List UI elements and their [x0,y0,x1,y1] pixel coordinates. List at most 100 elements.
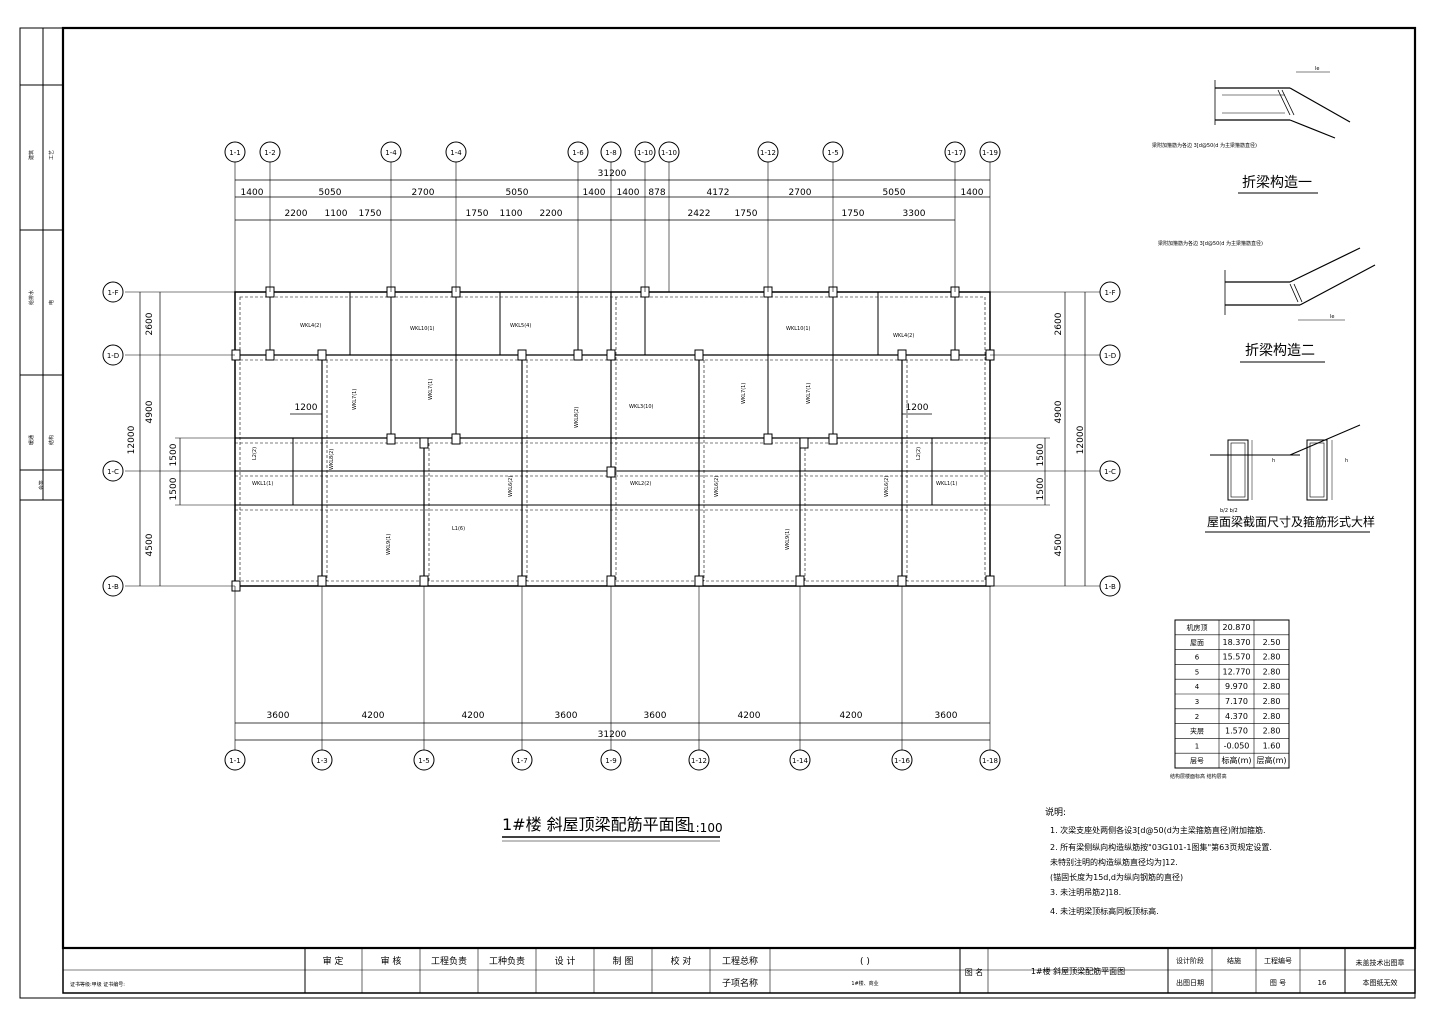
dim-right-1: 2600 [1054,312,1064,335]
beam-label-wkl9-a: WKL9(1) [386,534,392,555]
beam-label-wkl6-b: WKL6(2) [714,476,720,497]
axis-top-4: 1-4 [445,141,467,163]
level-table-cell: 3 [1195,698,1199,706]
detail2-le: le [1330,314,1334,320]
detail3-title: 屋面梁截面尺寸及箍筋形式大样 [1207,514,1375,529]
axis-bottom-9-label: 1-18 [982,757,998,765]
dim-bottom-3: 4200 [462,711,485,721]
note-1: 1. 次梁支座处两侧各设3[d@50(d为主梁箍筋直径)附加箍筋. [1050,825,1266,835]
dim-top-3: 2700 [412,188,435,198]
axis-bottom-1-label: 1-1 [229,757,240,765]
tb-stage-value: 结施 [1227,956,1241,965]
strip-label-countersign: 会签 [38,480,45,490]
level-table-cell: 2.80 [1263,653,1281,662]
tb-stamp-line1: 未盖技术出图章 [1356,958,1405,967]
dim-bottom-4: 3600 [555,711,578,721]
axis-left-4: 1-B [102,575,124,597]
axis-top-11: 1-17 [944,141,966,163]
tb-drawing-name-value: 1#楼 斜屋顶梁配筋平面图 [1031,966,1125,976]
beam-label-wkl10-a: WKL10(1) [410,326,435,332]
dim-top-10: 5050 [883,188,906,198]
axis-right-4: 1-B [1099,575,1121,597]
tb-proj-no-label: 工程编号 [1264,956,1292,965]
axis-right-2-label: 1-D [1104,352,1116,360]
dim-right-3: 1500 [1036,443,1046,466]
axis-bottom-4: 1-7 [511,749,533,771]
beam-label-wkl5: WKL5(4) [510,323,531,329]
dim-top-8: 4172 [707,188,730,198]
level-table-cell: 标高(m) [1221,755,1251,765]
axis-bottom-2: 1-3 [311,749,333,771]
level-table-cell: 2.80 [1263,682,1281,691]
axis-top-6: 1-8 [600,141,622,163]
beam-label-wkl10-b: WKL10(1) [786,326,811,332]
dim-top2-2: 1100 [325,209,348,219]
axis-left-1: 1-F [102,281,124,303]
level-table-cell: 屋面 [1190,639,1204,647]
note-6: 4. 未注明梁顶标高同板顶标高. [1050,906,1159,916]
axis-top-1-label: 1-1 [229,149,240,157]
beam-label-wkl6-a: WKL6(2) [508,476,514,497]
dim-bottom-5: 3600 [644,711,667,721]
level-table-cell: 20.870 [1223,623,1251,632]
axis-right-1: 1-F [1099,281,1121,303]
beam-label-l2-left: L2(2) [252,447,258,460]
dim-top-4: 5050 [506,188,529,198]
dim-left-3: 1500 [169,443,179,466]
axis-top-8: 1-10 [658,141,680,163]
axis-top-9: 1-12 [757,141,779,163]
dim-right-total: 12000 [1076,425,1086,454]
axis-bottom-3: 1-5 [413,749,435,771]
dim-top2-7: 2422 [688,209,711,219]
axis-left-2-label: 1-D [107,352,119,360]
dim-bottom-2: 4200 [362,711,385,721]
sheet-outer-frame [19,27,1416,999]
axis-top-11-label: 1-17 [947,149,963,157]
notes: 说明: 1. 次梁支座处两侧各设3[d@50(d为主梁箍筋直径)附加箍筋. 2.… [1045,806,1272,916]
beam-label-wkl9-b: WKL9(1) [785,529,791,550]
tb-cell-project-lead: 工程负责 [431,955,467,967]
tb-project-value: ( ) [860,957,870,967]
axis-top-3-label: 1-4 [385,149,397,157]
total-width-bottom: 31200 [598,730,627,740]
axis-top-12: 1-19 [979,141,1001,163]
axis-top-4-label: 1-4 [450,149,462,157]
detail1-title: 折梁构造一 [1242,175,1312,191]
level-table-cell: 1.570 [1225,727,1248,736]
beam-plan [125,160,1100,750]
strip-label-process: 工艺 [49,150,55,160]
tb-subitem-label: 子项名称 [722,977,758,989]
detail2-title: 折梁构造二 [1245,343,1315,359]
columns [231,286,995,592]
axis-right-3-label: 1-C [1104,468,1116,476]
title-block [62,947,1416,994]
level-table-cell: 7.170 [1225,697,1248,706]
dim-top-1: 1400 [241,188,264,198]
beam-label-wkl8-a: WKL8(2) [574,407,580,428]
level-table-cell: 2.50 [1263,638,1281,647]
level-table-cell: 2.80 [1263,667,1281,676]
strip-label-architecture: 建筑 [28,150,35,160]
strip-label-structure: 结构 [48,435,55,445]
axis-bottom-3-label: 1-5 [418,757,429,765]
axis-left-2: 1-D [102,344,124,366]
level-table-cell: 4.370 [1225,712,1248,721]
dim-top-7: 878 [648,188,665,198]
dim-inner-left: 1200 [295,403,318,413]
total-width-top: 31200 [598,169,627,179]
dim-bottom-7: 4200 [840,711,863,721]
beam-label-wkl4-right: WKL4(2) [893,333,914,339]
dim-left-5: 4500 [145,533,155,556]
note-4: (锚固长度为15d,d为纵向钢筋的直径) [1050,872,1183,882]
detail3-h-right: h [1345,458,1348,464]
detail2-note: 梁附加箍筋为各边 3[d@50(d 为主梁箍筋直径) [1158,240,1263,247]
dim-right-2: 4900 [1054,400,1064,423]
detail3-b2: b/2 b/2 [1220,508,1238,514]
tb-cell-design: 设 计 [555,955,576,967]
dim-right-5: 4500 [1054,533,1064,556]
axis-left-3: 1-C [102,460,124,482]
dim-left-2: 4900 [145,400,155,423]
detail-folded-beam-2: le 梁附加箍筋为各边 3[d@50(d 为主梁箍筋直径) 折梁构造二 [1158,240,1376,363]
level-table-cell: -0.050 [1224,741,1250,750]
axis-bottom-6-label: 1-12 [691,757,707,765]
